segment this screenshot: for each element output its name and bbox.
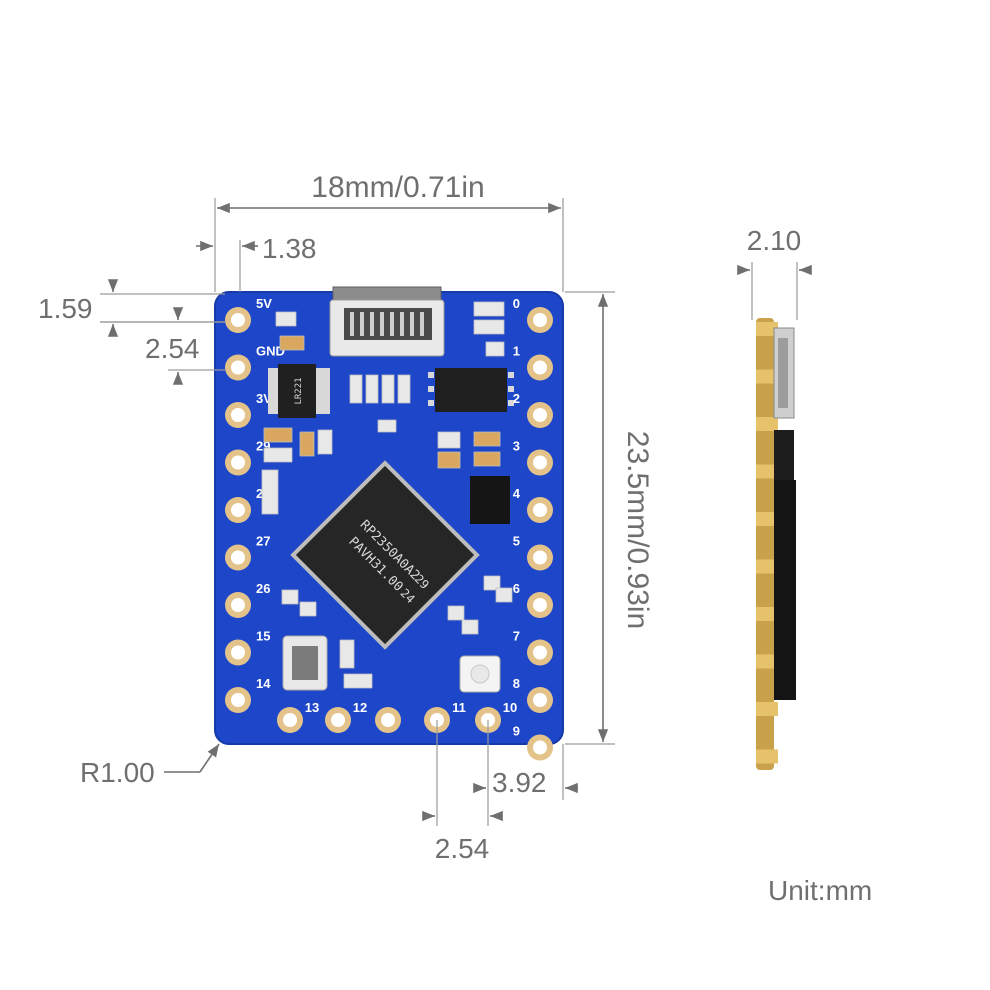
- side-pad: [756, 512, 778, 526]
- left-pad: [225, 687, 251, 713]
- left-pin-label: 27: [256, 534, 270, 549]
- left-pin-label: 5V: [256, 296, 272, 311]
- bottom-pin-label: 12: [353, 700, 367, 715]
- left-pad: [225, 497, 251, 523]
- left-pad: [225, 402, 251, 428]
- right-pin-label: 0: [513, 296, 520, 311]
- side-chip: [774, 430, 794, 480]
- corner-radius-label: R1.00: [80, 757, 155, 788]
- right-pad: [527, 449, 553, 476]
- width-dimension-label: 18mm/0.71in: [311, 171, 484, 204]
- right-pin-label: 8: [513, 676, 520, 691]
- side-pad: [756, 417, 778, 431]
- bottom-pin-label: 11: [452, 700, 466, 715]
- flash-chip: [428, 368, 514, 412]
- right-pad: [527, 402, 553, 428]
- right-pad: [527, 734, 553, 761]
- left-pad: [225, 354, 251, 381]
- left-pad: [225, 544, 251, 571]
- left-pin-label: 14: [256, 676, 271, 691]
- right-pad: [527, 639, 553, 666]
- bottom-pad: [325, 707, 351, 733]
- bottom-pad: [375, 707, 401, 733]
- left-pad: [225, 639, 251, 666]
- svg-text:LR221: LR221: [294, 377, 304, 404]
- left-pad: [225, 592, 251, 618]
- side-pad: [756, 464, 778, 479]
- left-pad: [225, 307, 251, 333]
- edge-offset-label: 1.38: [262, 233, 317, 264]
- right-pad: [527, 497, 553, 523]
- height-dimension-label: 23.5mm/0.93in: [621, 431, 654, 629]
- right-pin-label: 6: [513, 581, 520, 596]
- right-pad: [527, 687, 553, 713]
- fpc-connector: [329, 286, 445, 357]
- rp2350-chip: RP2350A0A2 PAVH31.00 29 24: [290, 460, 480, 650]
- left-pin-label: 15: [256, 629, 270, 644]
- regulator-chip: LR221: [268, 364, 330, 418]
- right-pin-labels: 0 1 2 3 4 5 6 7 8 9: [513, 296, 521, 739]
- right-pin-label: 7: [513, 629, 520, 644]
- right-pin-label: 4: [513, 486, 521, 501]
- thickness-label: 2.10: [747, 225, 802, 256]
- side-pad: [756, 702, 778, 716]
- pin-pitch-left-label: 2.54: [145, 333, 200, 364]
- bottom-pin-labels: 13 12 11 10: [305, 700, 517, 715]
- right-pin-label: 2: [513, 391, 520, 406]
- pin-pitch-bottom-label: 2.54: [435, 833, 490, 864]
- right-pad: [527, 307, 553, 333]
- right-pad: [527, 592, 553, 618]
- right-pin-label: 5: [513, 534, 520, 549]
- rgb-led: [459, 655, 501, 693]
- top-pad-offset-label: 1.59: [38, 293, 93, 324]
- crystal-component: [470, 476, 510, 524]
- side-pad: [756, 654, 778, 669]
- unit-label: Unit:mm: [768, 875, 872, 906]
- side-pad-stripes: [756, 322, 778, 764]
- left-pin-label: GND: [256, 344, 285, 359]
- right-pin-label: 9: [513, 724, 520, 739]
- bottom-right-offset-label: 3.92: [492, 767, 547, 798]
- side-component-stack: [774, 480, 796, 700]
- left-pad: [225, 449, 251, 476]
- right-pad: [527, 544, 553, 571]
- side-pad: [756, 559, 778, 574]
- side-pad: [756, 607, 778, 621]
- side-pad: [756, 749, 778, 764]
- right-pin-label: 1: [513, 344, 520, 359]
- dimension-annotations: 18mm/0.71in 1.38 1.59 2.54 23.5mm/0.93in…: [38, 171, 812, 864]
- bottom-pin-label: 10: [503, 700, 517, 715]
- left-pin-label: 26: [256, 581, 270, 596]
- right-pad-column: [527, 307, 553, 761]
- passive-components: [261, 301, 513, 689]
- right-pin-label: 3: [513, 439, 520, 454]
- bottom-pad: [277, 707, 303, 733]
- bottom-pin-label: 13: [305, 700, 319, 715]
- left-pad-column: [225, 307, 251, 713]
- side-pad: [756, 322, 778, 336]
- inductor: [282, 635, 328, 691]
- side-pad: [756, 369, 778, 384]
- right-pad: [527, 354, 553, 381]
- pcb-side-view: [756, 318, 796, 770]
